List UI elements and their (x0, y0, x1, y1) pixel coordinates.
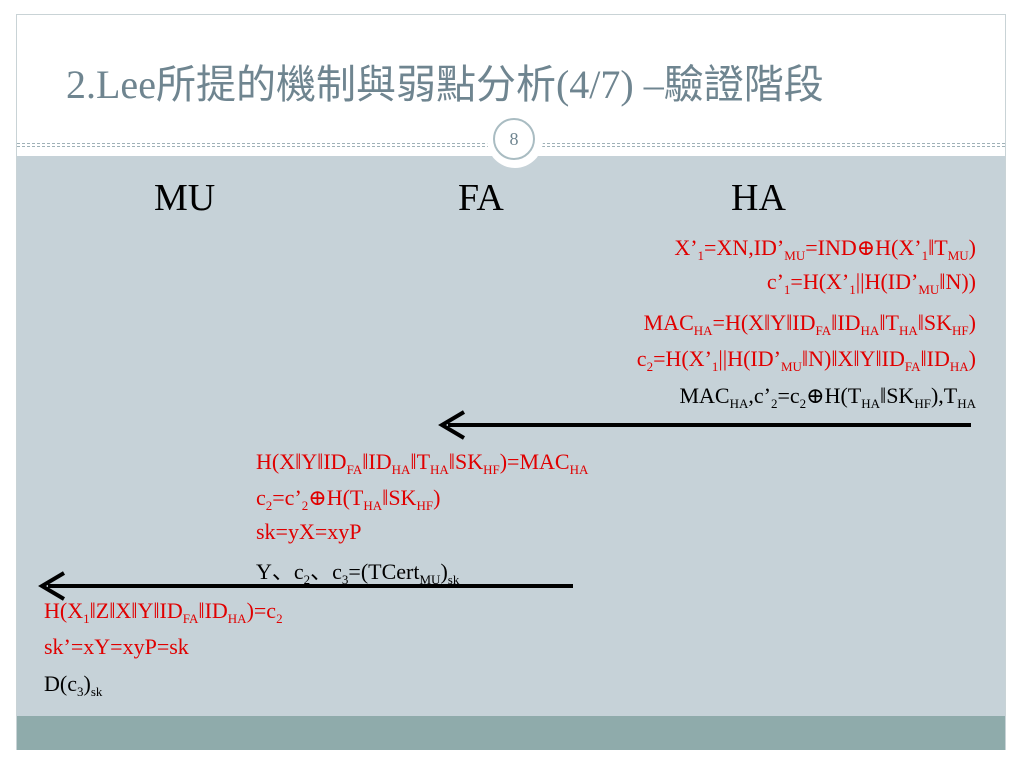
party-ha: HA (731, 177, 786, 219)
content-area (17, 156, 1005, 716)
party-mu: MU (154, 177, 216, 219)
arrow-fa-to-mu (38, 571, 573, 601)
fa-message-label: Y、c2、c3=(TCertMU)sk (256, 559, 460, 587)
slide-title: 2.Lee所提的機制與弱點分析(4/7) –驗證階段 (66, 62, 824, 107)
mu-line-2: sk’=xY=xyP=sk (44, 634, 189, 659)
ha-message-label: MACHA,c’2=c2⊕H(THA‖SKHF),THA (679, 383, 976, 411)
footer-bar (17, 716, 1005, 750)
mu-line-1: H(X1‖Z‖X‖Y‖IDFA‖IDHA)=c2 (44, 598, 283, 626)
ha-line-2: c’1=H(X’1||H(ID’MU‖N)) (766, 269, 976, 297)
party-fa: FA (458, 177, 504, 219)
arrow-ha-to-fa (438, 410, 971, 440)
fa-line-1: H(X‖Y‖IDFA‖IDHA‖THA‖SKHF)=MACHA (256, 449, 589, 477)
fa-line-3: sk=yX=xyP (256, 519, 362, 544)
fa-line-2: c2=c’2⊕H(THA‖SKHF) (256, 485, 441, 513)
page-number-badge: 8 (493, 118, 535, 160)
ha-line-1: X’1=XN,ID’MU=IND⊕H(X’1‖TMU) (674, 235, 976, 263)
ha-line-3: MACHA=H(X‖Y‖IDFA‖IDHA‖THA‖SKHF) (643, 310, 976, 338)
ha-line-4: c2=H(X’1||H(ID’MU‖N)‖X‖Y‖IDFA‖IDHA) (636, 346, 976, 374)
mu-line-3: D(c3)sk (44, 671, 103, 699)
